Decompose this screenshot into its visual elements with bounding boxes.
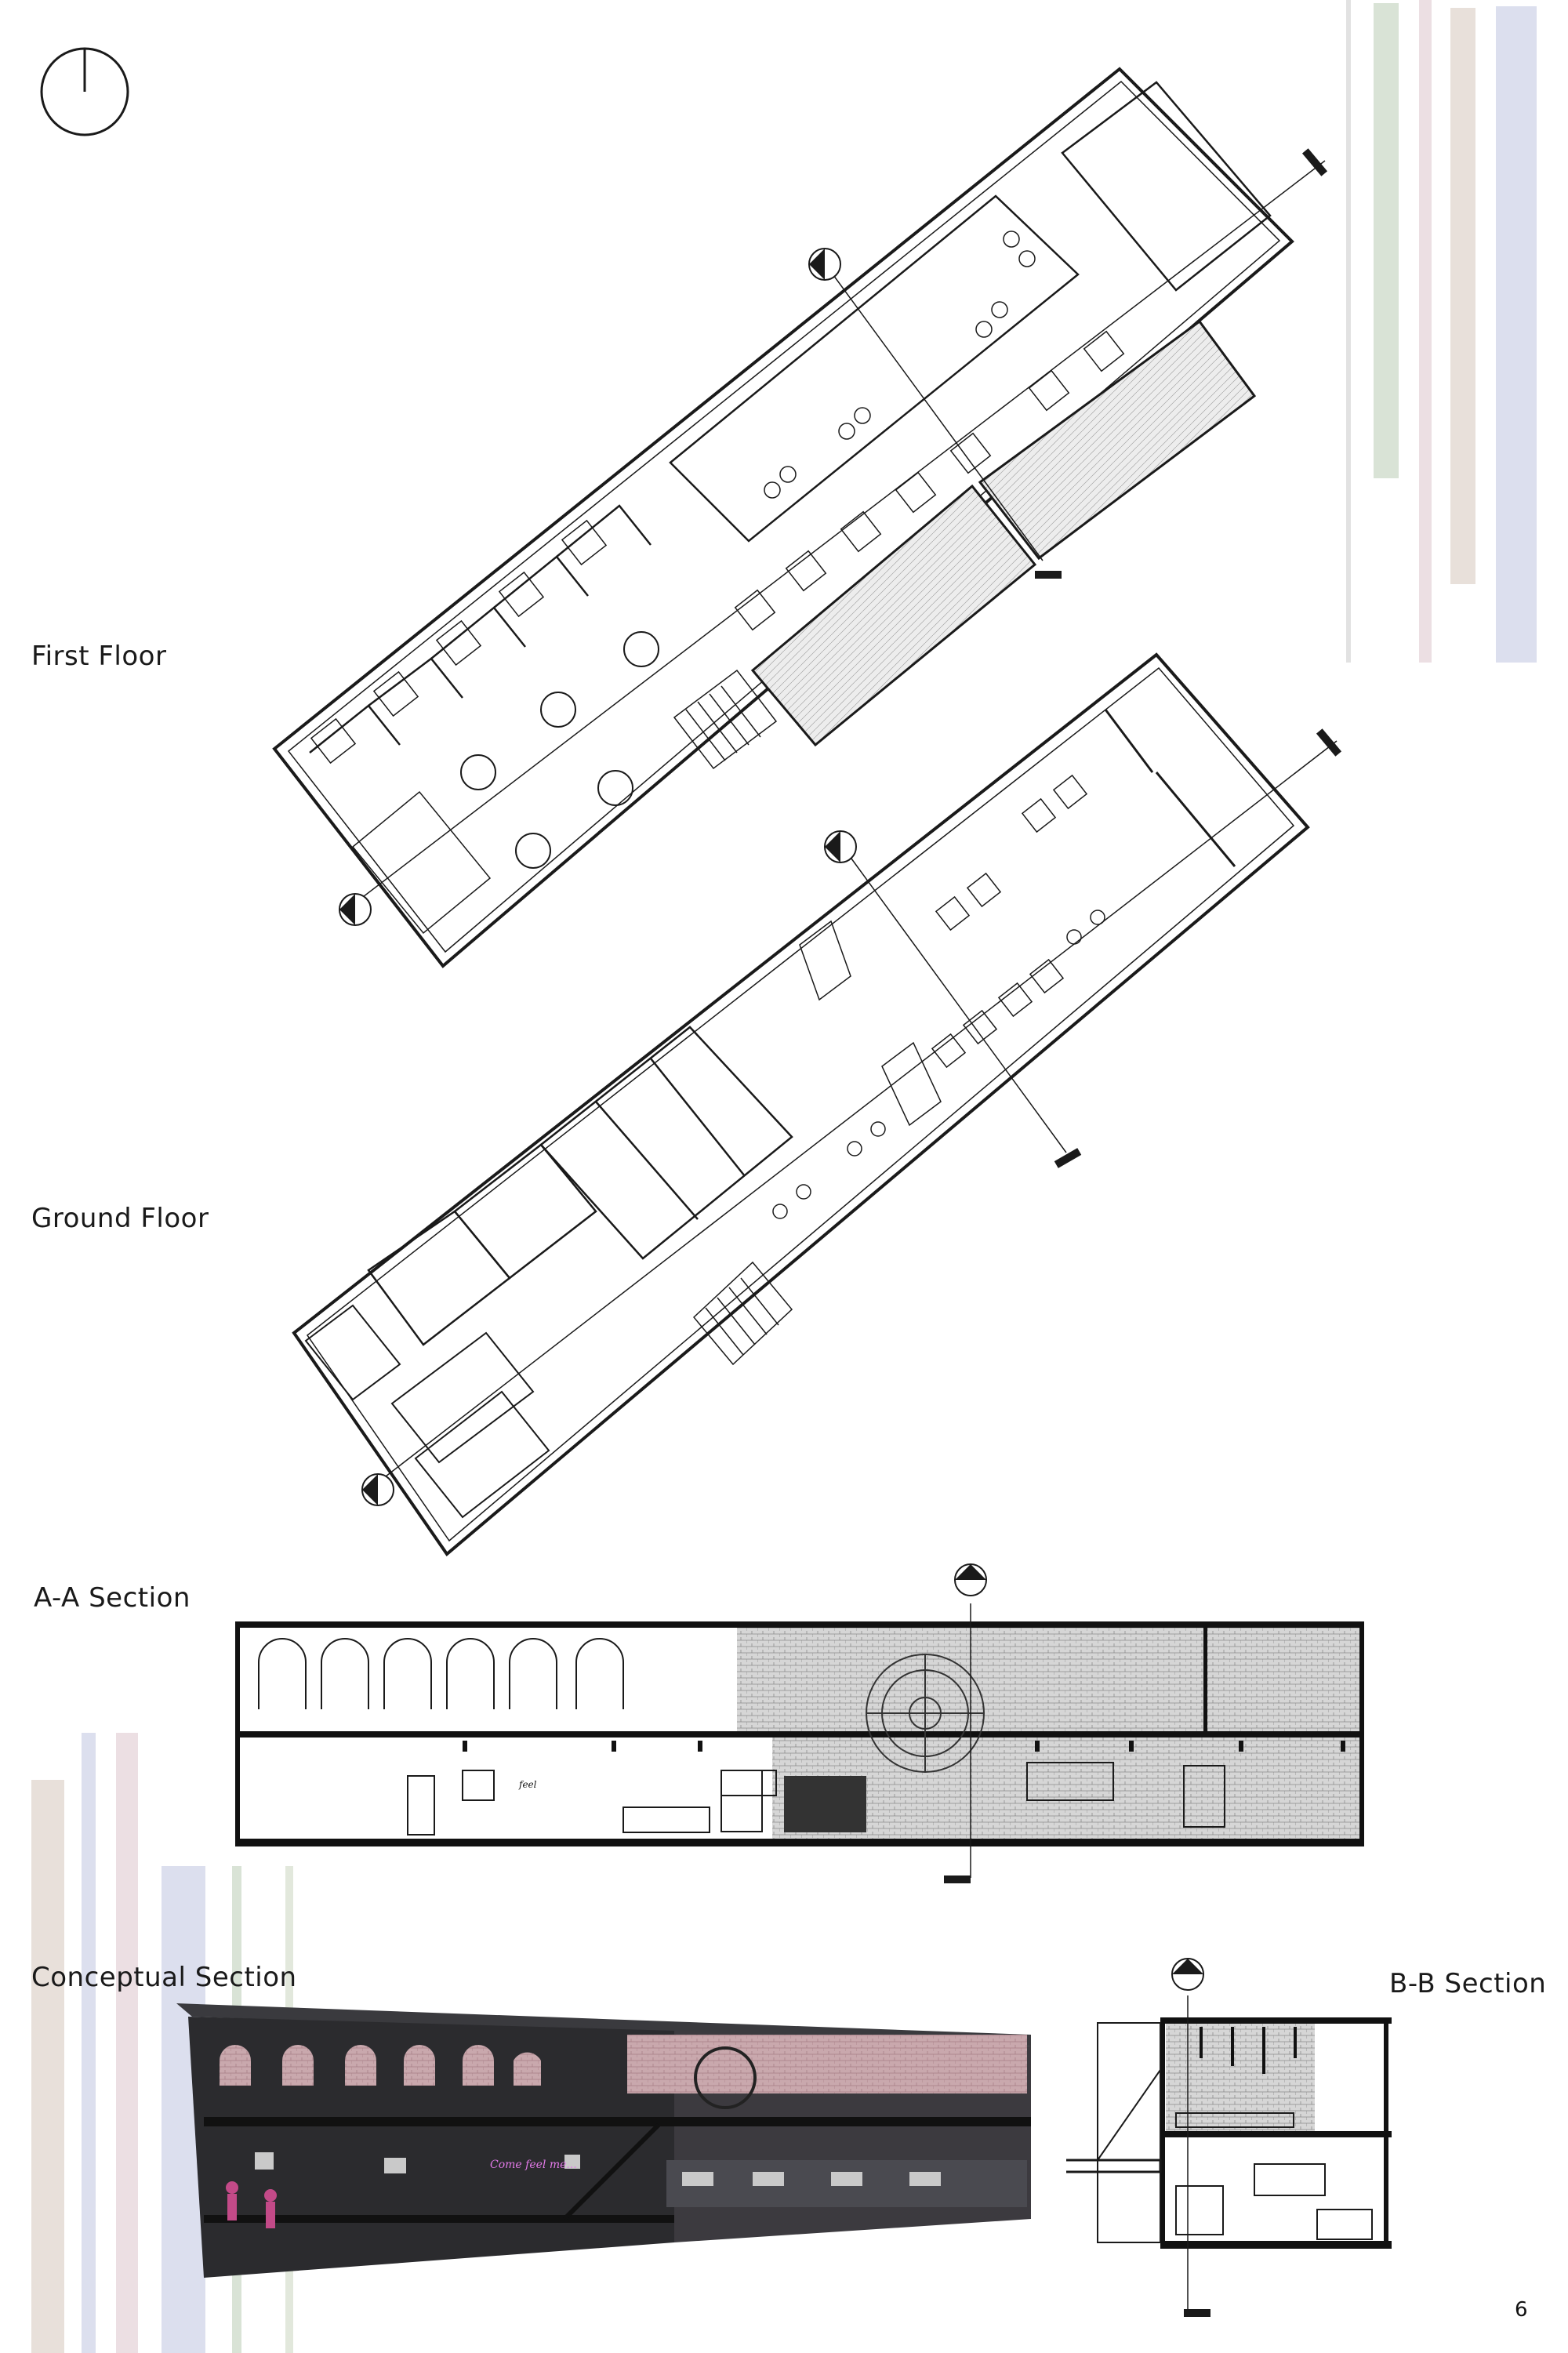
section-marker-icon bbox=[361, 1473, 394, 1506]
decor-bar bbox=[1374, 3, 1399, 478]
conceptual-section-render: Come feel me... bbox=[176, 2003, 1031, 2278]
bb-section-label: B-B Section bbox=[1389, 1968, 1547, 1999]
section-marker-icon bbox=[1171, 1958, 1210, 2317]
section-marker-icon bbox=[339, 893, 372, 926]
decor-bar bbox=[1346, 0, 1351, 663]
section-marker-icon bbox=[944, 1563, 987, 1883]
section-marker-icon bbox=[824, 728, 1342, 1168]
page-number: 6 bbox=[1515, 2298, 1528, 2322]
aa-section-label: A-A Section bbox=[34, 1582, 191, 1614]
decor-bar bbox=[1419, 0, 1432, 663]
decor-bar bbox=[82, 1733, 96, 2353]
neon-sign: Come feel me... bbox=[490, 2159, 577, 2171]
ground-floor-label: Ground Floor bbox=[31, 1203, 209, 1234]
section-marker-icon bbox=[808, 148, 1328, 579]
aa-section-drawing: feel bbox=[235, 1603, 1364, 1878]
north-arrow-icon bbox=[40, 47, 129, 136]
bb-section-drawing bbox=[1066, 1995, 1392, 2309]
ground-floor-plan bbox=[292, 652, 1338, 1556]
conceptual-section-label: Conceptual Section bbox=[31, 1962, 297, 1993]
svg-text:feel: feel bbox=[518, 1779, 537, 1790]
first-floor-plan bbox=[272, 67, 1326, 968]
decor-bar bbox=[116, 1733, 138, 2353]
decor-bar bbox=[31, 1780, 64, 2353]
first-floor-label: First Floor bbox=[31, 641, 167, 672]
decor-bar bbox=[1450, 8, 1475, 584]
decor-bar bbox=[1496, 6, 1537, 663]
